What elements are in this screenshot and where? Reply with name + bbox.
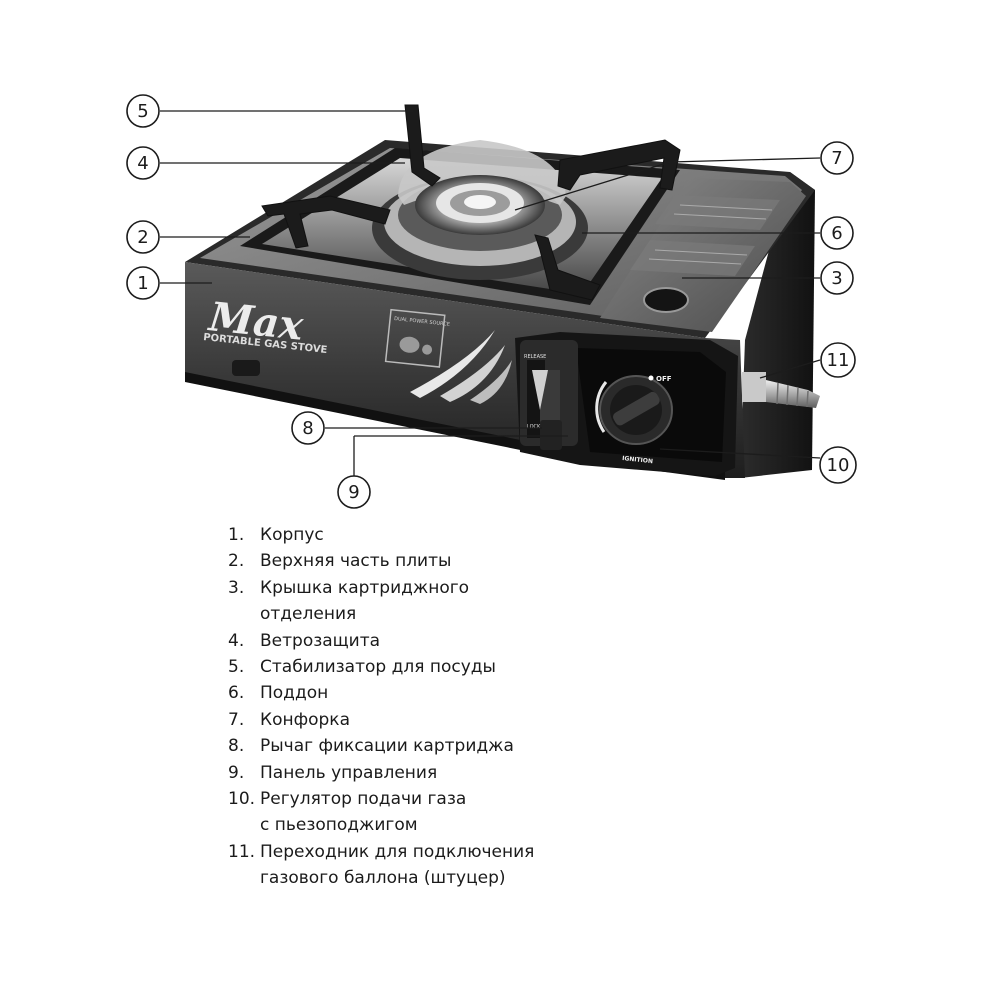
svg-text:5: 5	[137, 101, 148, 122]
legend-item: 6.Поддон	[228, 680, 534, 706]
svg-text:3: 3	[831, 268, 842, 289]
legend-item: 5.Стабилизатор для посуды	[228, 654, 534, 680]
svg-text:7: 7	[831, 148, 842, 169]
cartridge-lever[interactable]: RELEASE LOCK	[520, 340, 578, 450]
lever-release-label: RELEASE	[524, 354, 546, 360]
svg-text:11: 11	[827, 350, 850, 371]
legend-number: 6.	[228, 680, 260, 706]
legend-text-line: Рычаг фиксации картриджа	[260, 733, 514, 759]
legend-text-line: отделения	[260, 601, 469, 627]
callout-8: 8	[292, 412, 324, 444]
callout-7: 7	[821, 142, 853, 174]
legend-text: Панель управления	[260, 760, 437, 786]
legend-text-line: Поддон	[260, 680, 328, 706]
legend-item: 4.Ветрозащита	[228, 628, 534, 654]
legend-text: Рычаг фиксации картриджа	[260, 733, 514, 759]
legend-text-line: газового баллона (штуцер)	[260, 865, 534, 891]
legend-text-line: Корпус	[260, 522, 324, 548]
callout-5: 5	[127, 95, 159, 127]
knob-off-label: OFF	[656, 375, 672, 383]
legend-number: 8.	[228, 733, 260, 759]
svg-text:8: 8	[302, 418, 313, 439]
legend-text-line: с пьезоподжигом	[260, 812, 466, 838]
callout-10: 10	[820, 447, 856, 483]
legend-item: 2.Верхняя часть плиты	[228, 548, 534, 574]
callout-1: 1	[127, 267, 159, 299]
callout-4: 4	[127, 147, 159, 179]
svg-text:10: 10	[827, 455, 850, 476]
callout-9: 9	[338, 476, 370, 508]
stove-diagram: Max PORTABLE GAS STOVE DUAL POWER SOURCE	[0, 0, 1000, 520]
legend-text-line: Ветрозащита	[260, 628, 380, 654]
legend-text: Конфорка	[260, 707, 350, 733]
legend-text-line: Верхняя часть плиты	[260, 548, 451, 574]
legend-text-line: Переходник для подключения	[260, 839, 534, 865]
legend-text-line: Конфорка	[260, 707, 350, 733]
legend-text: Поддон	[260, 680, 328, 706]
svg-text:2: 2	[137, 227, 148, 248]
callout-2: 2	[127, 221, 159, 253]
legend-number: 10.	[228, 786, 260, 839]
legend-number: 9.	[228, 760, 260, 786]
legend-text: Стабилизатор для посуды	[260, 654, 496, 680]
legend-text: Корпус	[260, 522, 324, 548]
legend-text-line: Панель управления	[260, 760, 437, 786]
svg-text:6: 6	[831, 223, 842, 244]
legend-number: 5.	[228, 654, 260, 680]
legend-number: 2.	[228, 548, 260, 574]
legend-text: Ветрозащита	[260, 628, 380, 654]
legend-number: 3.	[228, 575, 260, 628]
legend-text-line: Крышка картриджного	[260, 575, 469, 601]
legend-item: 1.Корпус	[228, 522, 534, 548]
legend-number: 7.	[228, 707, 260, 733]
callout-6: 6	[821, 217, 853, 249]
legend-item: 7.Конфорка	[228, 707, 534, 733]
legend-number: 4.	[228, 628, 260, 654]
svg-text:1: 1	[137, 273, 148, 294]
legend-item: 8.Рычаг фиксации картриджа	[228, 733, 534, 759]
lever-lock-label: LOCK	[527, 424, 541, 430]
callout-11: 11	[821, 343, 855, 377]
legend-text-line: Стабилизатор для посуды	[260, 654, 496, 680]
control-panel: RELEASE LOCK OFF IGNITION	[515, 332, 738, 476]
svg-text:4: 4	[137, 153, 148, 174]
callout-3: 3	[821, 262, 853, 294]
legend-item: 9.Панель управления	[228, 760, 534, 786]
svg-text:9: 9	[348, 482, 359, 503]
legend-text-line: Регулятор подачи газа	[260, 786, 466, 812]
legend-number: 11.	[228, 839, 260, 892]
legend-number: 1.	[228, 522, 260, 548]
legend-text: Верхняя часть плиты	[260, 548, 451, 574]
